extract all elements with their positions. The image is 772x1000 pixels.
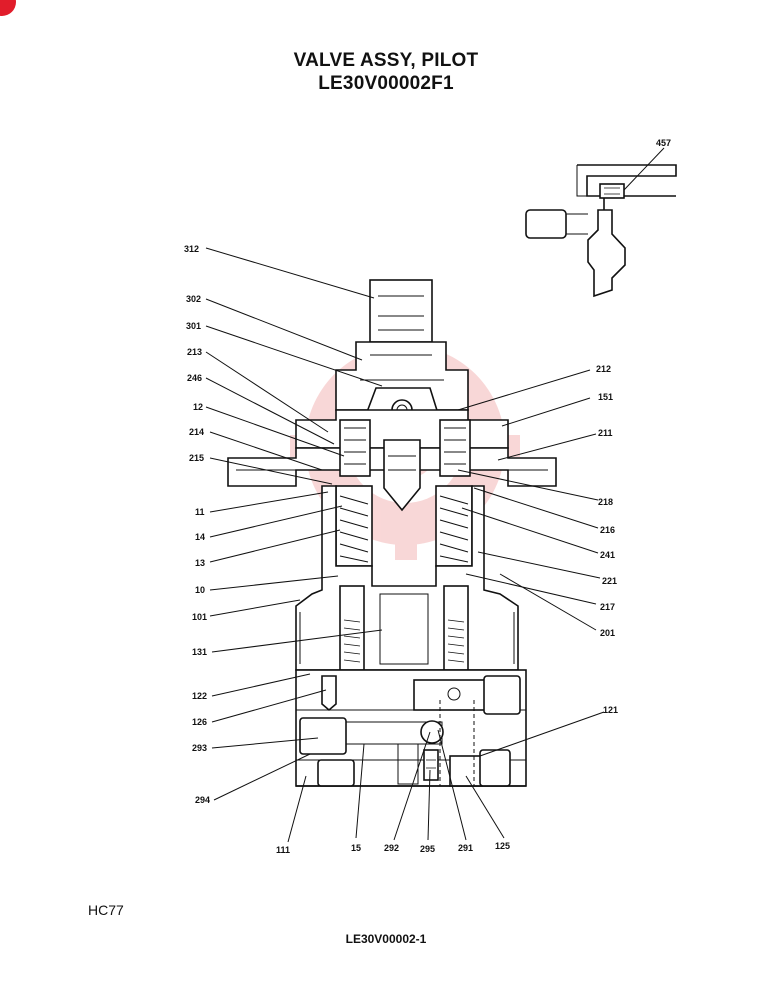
diagram-title: VALVE ASSY, PILOT bbox=[293, 50, 479, 71]
label-246: 246 bbox=[187, 373, 202, 383]
diagram-part-number: LE30V00002F1 bbox=[318, 73, 454, 94]
label-10: 10 bbox=[195, 585, 205, 595]
label-221: 221 bbox=[602, 576, 617, 586]
label-291: 291 bbox=[458, 843, 473, 853]
label-295: 295 bbox=[420, 844, 435, 854]
label-13: 13 bbox=[195, 558, 205, 568]
label-125: 125 bbox=[495, 841, 510, 851]
label-14: 14 bbox=[195, 532, 205, 542]
label-214: 214 bbox=[189, 427, 204, 437]
label-302: 302 bbox=[186, 294, 201, 304]
label-122: 122 bbox=[192, 691, 207, 701]
label-15: 15 bbox=[351, 843, 361, 853]
label-11: 11 bbox=[195, 507, 205, 517]
label-212: 212 bbox=[596, 364, 611, 374]
leader-lines bbox=[205, 147, 665, 843]
label-294: 294 bbox=[195, 795, 210, 805]
label-121: 121 bbox=[603, 705, 618, 715]
label-201: 201 bbox=[600, 628, 615, 638]
label-241: 241 bbox=[600, 550, 615, 560]
label-111: 111 bbox=[276, 845, 290, 855]
label-213: 213 bbox=[187, 347, 202, 357]
label-301: 301 bbox=[186, 321, 201, 331]
part-labels: 312 302 301 213 246 12 214 215 11 14 13 … bbox=[184, 138, 671, 855]
label-218: 218 bbox=[598, 497, 613, 507]
pilot-valve-cross-section bbox=[227, 279, 557, 787]
label-12: 12 bbox=[193, 402, 203, 412]
page-code: HC77 bbox=[88, 902, 124, 918]
label-151: 151 bbox=[598, 392, 613, 402]
label-215: 215 bbox=[189, 453, 204, 463]
label-211: 211 bbox=[598, 428, 613, 438]
label-101: 101 bbox=[192, 612, 207, 622]
label-457: 457 bbox=[656, 138, 671, 148]
figure-code: LE30V00002-1 bbox=[345, 932, 427, 946]
label-126: 126 bbox=[192, 717, 207, 727]
label-312: 312 bbox=[184, 244, 199, 254]
label-216: 216 bbox=[600, 525, 615, 535]
label-293: 293 bbox=[192, 743, 207, 753]
inset-detail bbox=[525, 164, 677, 298]
label-217: 217 bbox=[600, 602, 615, 612]
label-292: 292 bbox=[384, 843, 399, 853]
label-131: 131 bbox=[192, 647, 207, 657]
